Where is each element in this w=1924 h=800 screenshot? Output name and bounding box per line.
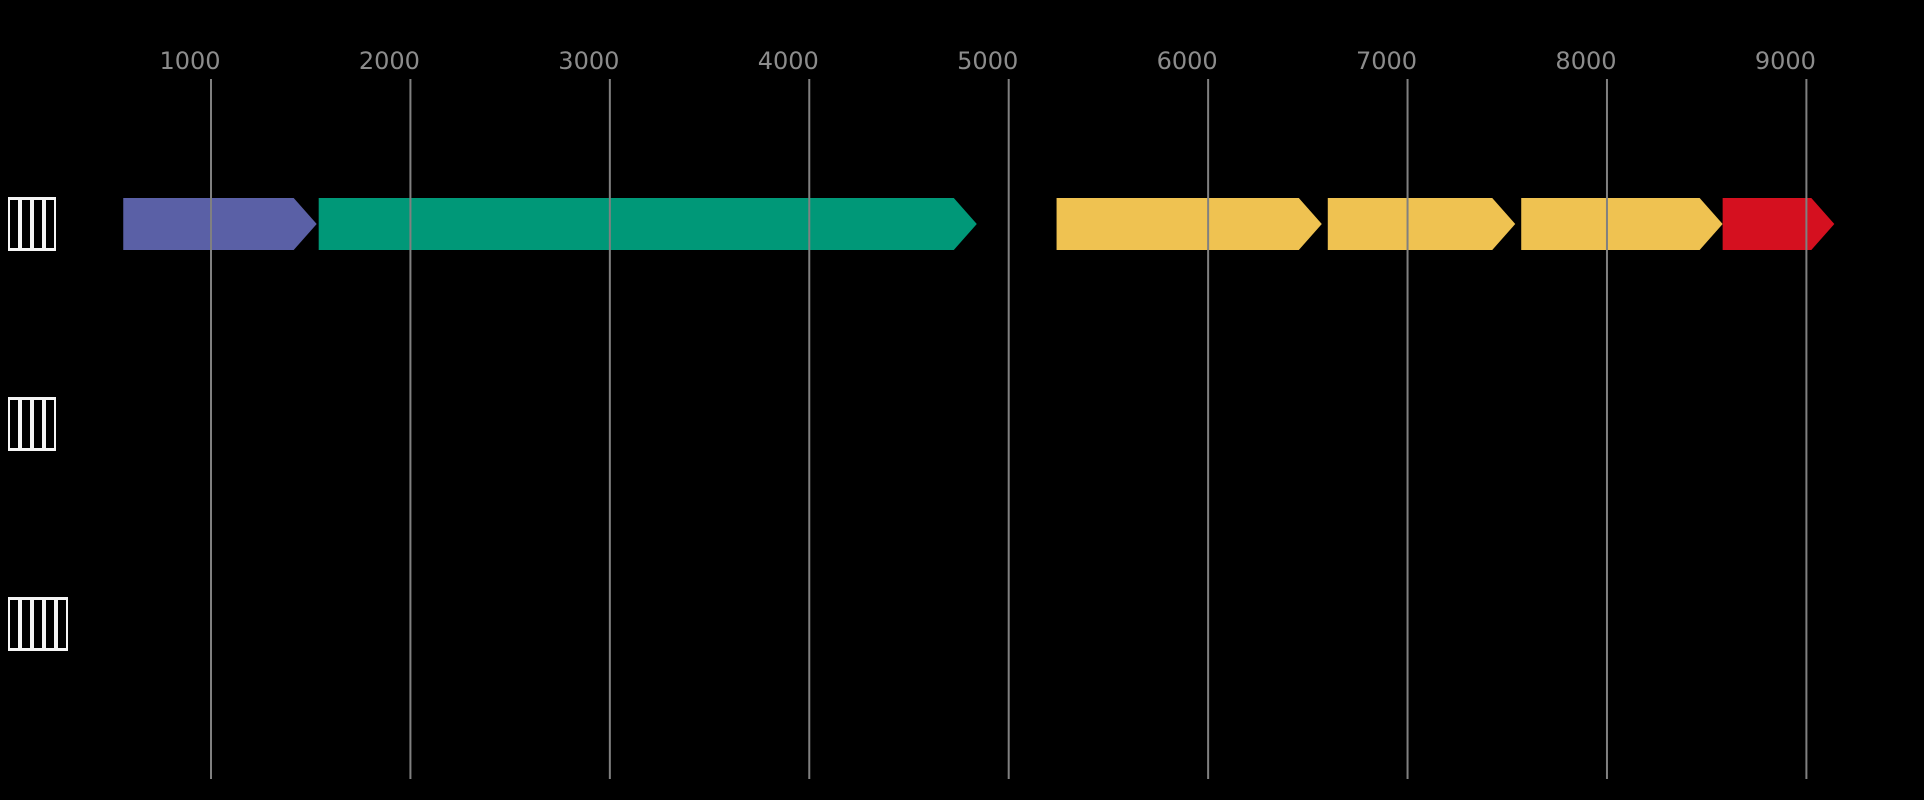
x-tick-label: 9000	[1755, 47, 1816, 75]
track-label-missing-glyph-inner	[34, 400, 42, 448]
x-tick-label: 7000	[1356, 47, 1417, 75]
gene-arrow	[1056, 198, 1322, 250]
gene-arrow	[1327, 198, 1516, 250]
track-label-missing-glyph-inner	[10, 400, 18, 448]
x-tick-label: 1000	[159, 47, 220, 75]
track-label-missing-glyph-inner	[46, 400, 54, 448]
x-tick-label: 6000	[1157, 47, 1218, 75]
track-label-missing-glyph-inner	[46, 600, 54, 648]
track-label-missing-glyph-inner	[10, 200, 18, 248]
x-tick-label: 2000	[359, 47, 420, 75]
track-label-missing-glyph-inner	[10, 600, 18, 648]
x-tick-label: 8000	[1555, 47, 1616, 75]
gene-arrow	[1521, 198, 1723, 250]
x-tick-label: 3000	[558, 47, 619, 75]
track-label-missing-glyph-inner	[46, 200, 54, 248]
x-tick-label: 5000	[957, 47, 1018, 75]
gene-arrow	[123, 198, 317, 250]
track-label-missing-glyph-inner	[34, 200, 42, 248]
track-label-missing-glyph-inner	[58, 600, 66, 648]
x-tick-label: 4000	[758, 47, 819, 75]
track-label-missing-glyph-inner	[22, 400, 30, 448]
track-label-missing-glyph-inner	[22, 600, 30, 648]
track-label-missing-glyph-inner	[34, 600, 42, 648]
track-label-missing-glyph-inner	[22, 200, 30, 248]
gene-arrow	[318, 198, 977, 250]
gene-arrow	[1722, 198, 1835, 250]
